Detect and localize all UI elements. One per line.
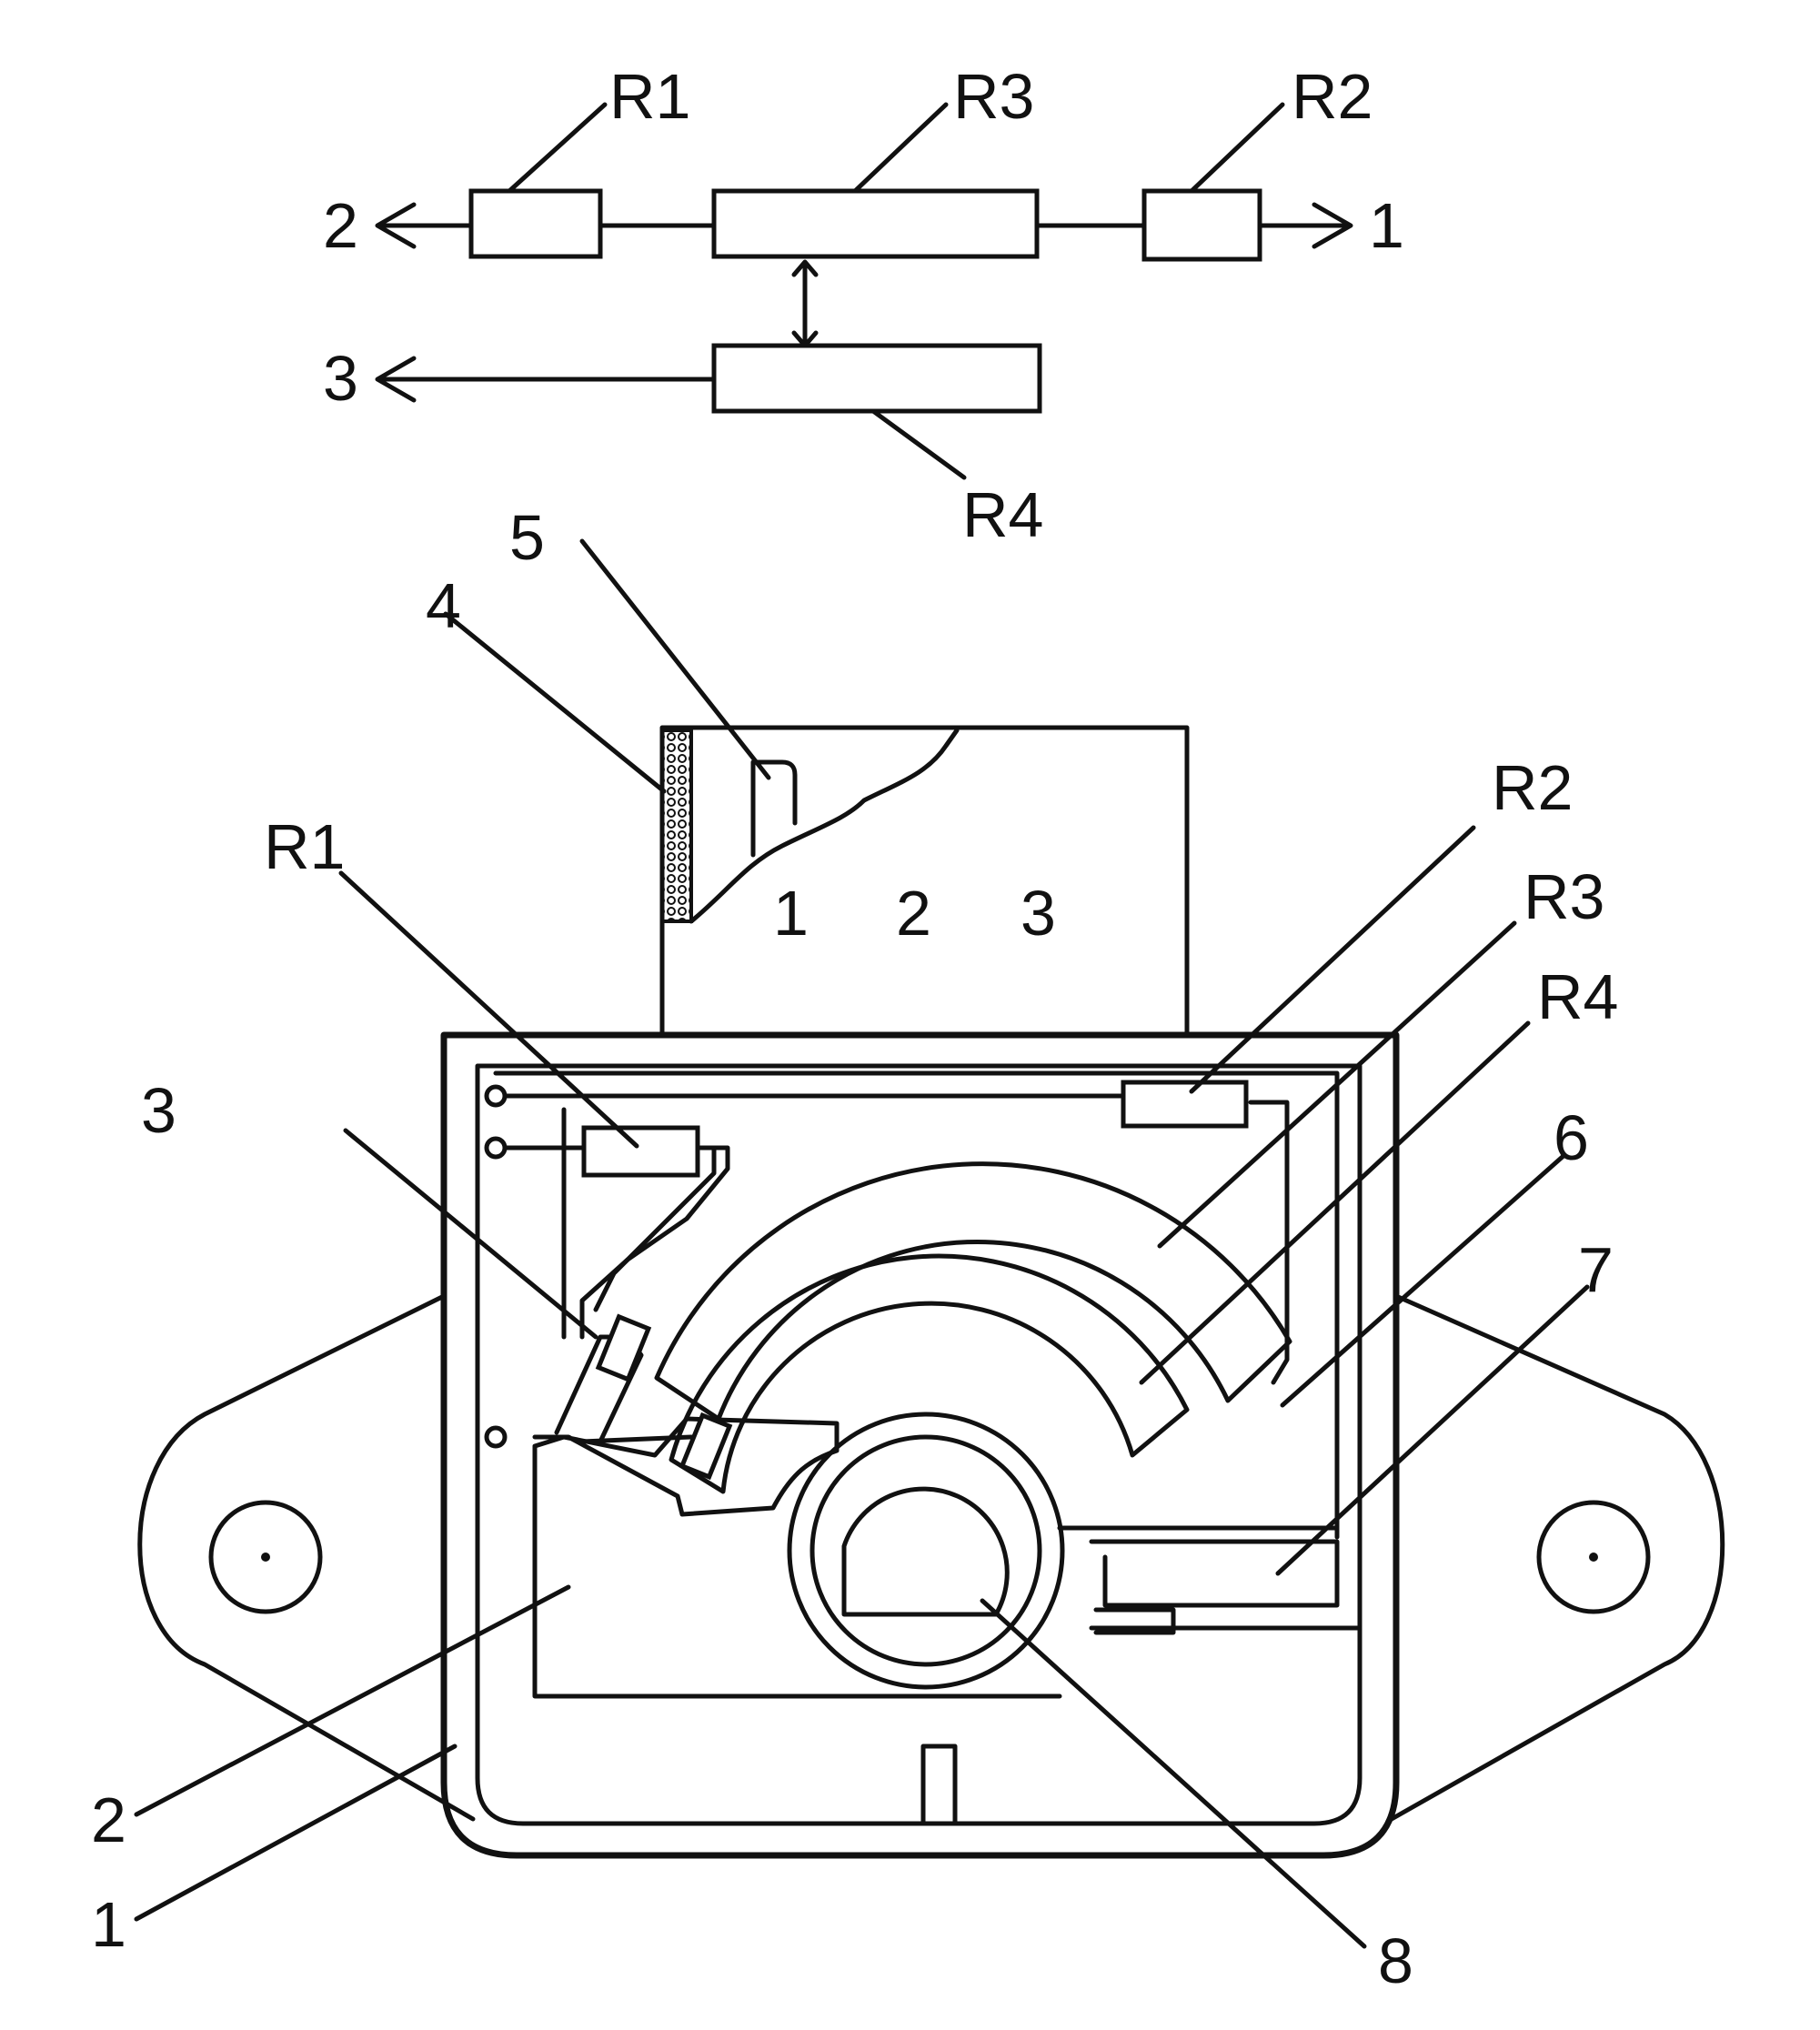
terminal-pad-2: [484, 1136, 508, 1160]
label-r2: R2: [1292, 61, 1373, 132]
arrow-terminal-1: [1312, 202, 1353, 249]
return-spring: [1089, 1539, 1340, 1608]
leader-7: [1275, 1284, 1590, 1576]
shaft-d-profile: [841, 1486, 1010, 1617]
resistor-r1: [468, 188, 603, 259]
substrate-edge: [493, 1070, 1340, 1540]
track-r4: [669, 1253, 1190, 1494]
mounting-hole-right: [1536, 1500, 1651, 1614]
leader-r3: [852, 102, 949, 194]
leader-r1: [507, 102, 608, 194]
resistor-r3: [711, 188, 1040, 259]
shaft-outer-ring: [787, 1412, 1065, 1690]
wiper-contact-1: [595, 1313, 652, 1382]
connector-pin-1: 1: [773, 878, 809, 949]
callout-1: 1: [91, 1889, 126, 1960]
label-terminal-3: 3: [323, 343, 358, 414]
housing-inner: [475, 1063, 1362, 1826]
housing-slot: [920, 1744, 958, 1826]
label-terminal-2: 2: [323, 190, 358, 261]
board-resistor-r2: [1121, 1080, 1249, 1129]
trace-r1-wiper-b: [593, 1145, 717, 1312]
callout-7: 7: [1578, 1234, 1614, 1305]
leader-board-r1: [338, 870, 639, 1149]
arrow-terminal-2: [375, 202, 417, 249]
callout-r1: R1: [264, 811, 345, 882]
terminal-pad-3: [484, 1425, 508, 1449]
trace-r1-wiper: [579, 1145, 730, 1340]
leader-track-r3: [1157, 920, 1517, 1249]
callout-6: 6: [1554, 1102, 1589, 1173]
wiper-link-line: [579, 1434, 694, 1444]
cutaway-edge: [689, 728, 960, 924]
terminal-pad-1: [484, 1084, 508, 1108]
housing-outer: [440, 1031, 1400, 1859]
callout-r4: R4: [1537, 961, 1618, 1032]
mounting-flange: [137, 1293, 1725, 1822]
leader-2: [134, 1584, 571, 1817]
label-terminal-1: 1: [1369, 190, 1404, 261]
connector-pin-5: [750, 759, 798, 858]
callout-4: 4: [426, 570, 461, 641]
callout-8: 8: [1378, 1925, 1413, 1996]
sensor-drawing: 1 2 3: [91, 502, 1725, 1996]
callout-2: 2: [91, 1784, 126, 1855]
callout-3: 3: [141, 1075, 176, 1146]
leader-4: [443, 611, 667, 794]
arrow-terminal-3: [375, 356, 417, 403]
leader-r4: [870, 408, 967, 480]
shaft-inner-ring: [809, 1434, 1042, 1667]
callout-r2: R2: [1492, 752, 1573, 823]
leader-board-r2: [1189, 825, 1476, 1094]
label-r3: R3: [953, 61, 1034, 132]
track-r3: [654, 1161, 1292, 1422]
leader-6: [1280, 1152, 1567, 1408]
callout-5: 5: [509, 502, 545, 573]
connector-pin-3: 3: [1021, 878, 1056, 949]
wiper-contact-2: [679, 1412, 733, 1481]
label-r4: R4: [962, 479, 1043, 550]
mounting-hole-right-center: [1589, 1553, 1598, 1562]
mounting-hole-left-center: [261, 1553, 270, 1562]
callout-r3: R3: [1523, 861, 1604, 932]
seal-hatch: [660, 729, 693, 923]
leader-5: [579, 538, 771, 780]
label-r1: R1: [609, 61, 690, 132]
wiper-arrow-up: [791, 259, 819, 277]
leader-8: [980, 1598, 1367, 1949]
connector-pin-2: 2: [896, 878, 931, 949]
mounting-hole-left: [208, 1500, 323, 1614]
leader-track-r4: [1139, 1020, 1531, 1385]
resistor-r4: [711, 343, 1042, 414]
leader-1: [134, 1744, 458, 1922]
spring-stop: [1093, 1607, 1176, 1635]
board-resistor-r1: [581, 1125, 700, 1178]
rotor-plate: [532, 1416, 1062, 1699]
schematic: R1 R3 R2 R4 2 1 3: [323, 61, 1404, 550]
resistor-r2: [1141, 188, 1262, 262]
trace-r2-r3: [1248, 1100, 1290, 1385]
leader-r2: [1189, 102, 1285, 194]
leader-3: [343, 1128, 598, 1340]
